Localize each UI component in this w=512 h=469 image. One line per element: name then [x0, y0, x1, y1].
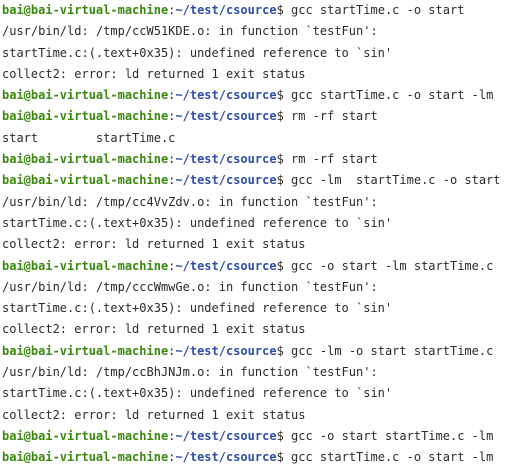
prompt-path: ~/test/csource — [175, 343, 277, 358]
prompt-dollar: $ — [276, 88, 284, 103]
output-line: /usr/bin/ld: /tmp/cc4VvZdv.o: in functio… — [0, 192, 512, 213]
command-text: gcc startTime.c -o start -lm — [283, 450, 494, 465]
output-text: startTime.c:(.text+0x35): undefined refe… — [2, 215, 393, 230]
output-line: collect2: error: ld returned 1 exit stat… — [0, 405, 512, 426]
command-line: bai@bai-virtual-machine:~/test/csource$ … — [0, 149, 512, 170]
output-line: collect2: error: ld returned 1 exit stat… — [0, 234, 512, 255]
command-line: bai@bai-virtual-machine:~/test/csource$ … — [0, 170, 512, 191]
output-line: /usr/bin/ld: /tmp/ccW51KDE.o: in functio… — [0, 21, 512, 42]
command-text: rm -rf start — [283, 152, 378, 167]
prompt-path: ~/test/csource — [175, 428, 277, 443]
command-line: bai@bai-virtual-machine:~/test/csource$ … — [0, 256, 512, 277]
prompt-separator: : — [168, 450, 176, 465]
prompt-dollar: $ — [276, 343, 284, 358]
output-line: startTime.c:(.text+0x35): undefined refe… — [0, 298, 512, 319]
prompt-separator: : — [168, 152, 176, 167]
prompt-user-host: bai@bai-virtual-machine — [2, 450, 169, 465]
output-text: collect2: error: ld returned 1 exit stat… — [2, 66, 306, 81]
output-text: collect2: error: ld returned 1 exit stat… — [2, 237, 306, 252]
output-text: /usr/bin/ld: /tmp/ccBhJNJm.o: in functio… — [2, 365, 378, 380]
output-text: startTime.c:(.text+0x35): undefined refe… — [2, 45, 393, 60]
command-text: gcc -lm startTime.c -o start — [283, 173, 501, 188]
output-line: startTime.c:(.text+0x35): undefined refe… — [0, 43, 512, 64]
command-text: gcc -lm -o start startTime.c — [283, 343, 494, 358]
prompt-dollar: $ — [276, 109, 284, 124]
command-text: rm -rf start — [283, 109, 378, 124]
prompt-user-host: bai@bai-virtual-machine — [2, 88, 169, 103]
command-text: gcc startTime.c -o start — [283, 3, 465, 17]
prompt-path: ~/test/csource — [175, 109, 277, 124]
prompt-dollar: $ — [276, 428, 284, 443]
output-text: collect2: error: ld returned 1 exit stat… — [2, 322, 306, 337]
prompt-path: ~/test/csource — [175, 152, 277, 167]
output-text: startTime.c:(.text+0x35): undefined refe… — [2, 386, 393, 401]
output-text: /usr/bin/ld: /tmp/cccWmwGe.o: in functio… — [2, 279, 378, 294]
prompt-dollar: $ — [276, 3, 284, 17]
prompt-separator: : — [168, 88, 176, 103]
prompt-user-host: bai@bai-virtual-machine — [2, 258, 169, 273]
output-line: /usr/bin/ld: /tmp/ccBhJNJm.o: in functio… — [0, 362, 512, 383]
command-line: bai@bai-virtual-machine:~/test/csource$ … — [0, 426, 512, 447]
prompt-dollar: $ — [276, 450, 284, 465]
prompt-separator: : — [168, 173, 176, 188]
prompt-path: ~/test/csource — [175, 173, 277, 188]
prompt-path: ~/test/csource — [175, 450, 277, 465]
output-line: startTime.c:(.text+0x35): undefined refe… — [0, 383, 512, 404]
command-text: gcc -o start -lm startTime.c — [283, 258, 494, 273]
prompt-separator: : — [168, 3, 176, 17]
command-line: bai@bai-virtual-machine:~/test/csource$ … — [0, 341, 512, 362]
prompt-separator: : — [168, 109, 176, 124]
prompt-user-host: bai@bai-virtual-machine — [2, 3, 169, 17]
command-line: bai@bai-virtual-machine:~/test/csource$ … — [0, 85, 512, 106]
output-text: startTime.c:(.text+0x35): undefined refe… — [2, 301, 393, 316]
prompt-separator: : — [168, 343, 176, 358]
prompt-user-host: bai@bai-virtual-machine — [2, 343, 169, 358]
prompt-separator: : — [168, 428, 176, 443]
output-text: /usr/bin/ld: /tmp/ccW51KDE.o: in functio… — [2, 24, 378, 39]
prompt-dollar: $ — [276, 258, 284, 273]
prompt-user-host: bai@bai-virtual-machine — [2, 428, 169, 443]
prompt-user-host: bai@bai-virtual-machine — [2, 173, 169, 188]
prompt-dollar: $ — [276, 173, 284, 188]
command-text: gcc -o start startTime.c -lm — [283, 428, 494, 443]
prompt-path: ~/test/csource — [175, 258, 277, 273]
output-line: collect2: error: ld returned 1 exit stat… — [0, 319, 512, 340]
prompt-separator: : — [168, 258, 176, 273]
command-line: bai@bai-virtual-machine:~/test/csource$ … — [0, 447, 512, 468]
command-line: bai@bai-virtual-machine:~/test/csource$ … — [0, 0, 512, 21]
prompt-path: ~/test/csource — [175, 88, 277, 103]
output-text: collect2: error: ld returned 1 exit stat… — [2, 407, 306, 422]
prompt-path: ~/test/csource — [175, 3, 277, 17]
command-line: bai@bai-virtual-machine:~/test/csource$ … — [0, 106, 512, 127]
prompt-user-host: bai@bai-virtual-machine — [2, 109, 169, 124]
output-line: startTime.c:(.text+0x35): undefined refe… — [0, 213, 512, 234]
output-text: /usr/bin/ld: /tmp/cc4VvZdv.o: in functio… — [2, 194, 378, 209]
output-line: start startTime.c — [0, 128, 512, 149]
prompt-user-host: bai@bai-virtual-machine — [2, 152, 169, 167]
command-text: gcc startTime.c -o start -lm — [283, 88, 494, 103]
prompt-dollar: $ — [276, 152, 284, 167]
output-line: collect2: error: ld returned 1 exit stat… — [0, 64, 512, 85]
output-text: start startTime.c — [2, 130, 176, 145]
output-line: /usr/bin/ld: /tmp/cccWmwGe.o: in functio… — [0, 277, 512, 298]
